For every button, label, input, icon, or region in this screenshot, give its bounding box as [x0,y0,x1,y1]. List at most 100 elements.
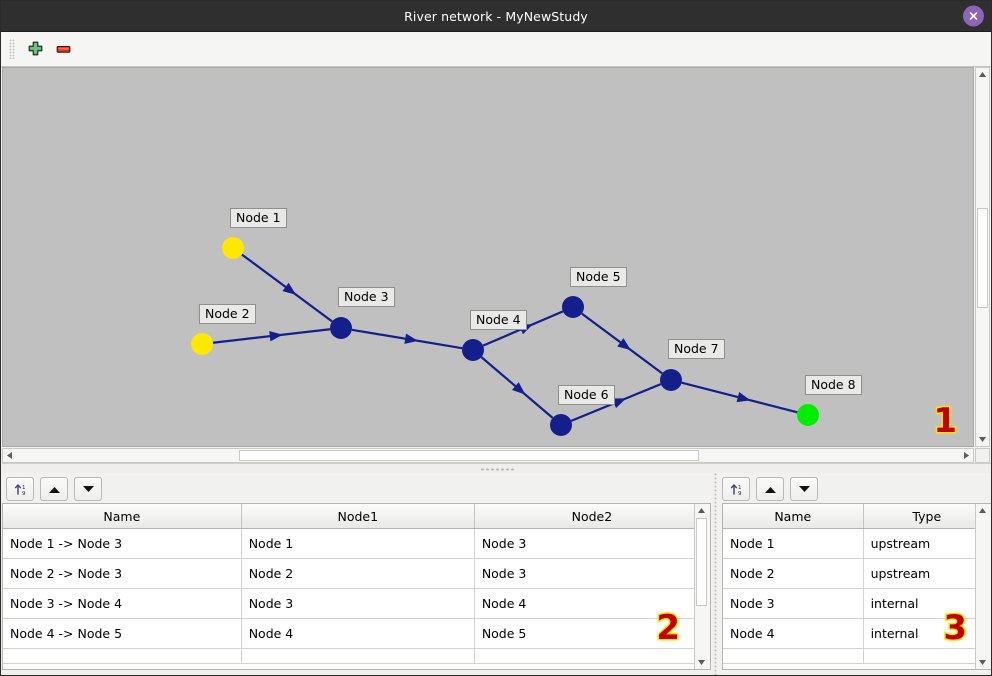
nodes-move-down-button[interactable] [790,477,818,501]
column-header-node2[interactable]: Node2 [474,504,710,529]
table-cell[interactable]: Node 2 [723,558,864,589]
svg-text:1: 1 [738,485,742,491]
links-sort-button[interactable]: 1 9 [6,477,34,501]
graph-node-node5[interactable] [562,296,584,318]
close-button[interactable] [963,5,984,27]
graph-node-node7[interactable] [660,369,682,391]
diagram-vscroll-thumb[interactable] [977,208,988,308]
scroll-down-button[interactable] [976,433,989,446]
add-node-button[interactable] [21,36,49,62]
table-cell[interactable] [474,648,710,664]
sort-ascending-icon: 1 9 [730,483,742,497]
graph-node-node8[interactable] [797,404,819,426]
table-cell[interactable] [723,648,864,664]
main-toolbar [1,32,991,67]
scroll-right-button[interactable] [960,449,973,462]
node-label-node6[interactable]: Node 6 [558,385,615,405]
links-table-row-partial[interactable] [3,648,710,664]
title-bar: River network - MyNewStudy [1,1,991,32]
scroll-left-button[interactable] [3,449,16,462]
column-header-type[interactable]: Type [863,504,991,529]
table-cell[interactable]: Node 3 -> Node 4 [3,588,242,619]
links-scroll-down-button[interactable] [695,656,708,669]
remove-node-button[interactable] [49,36,77,62]
links-move-up-button[interactable] [40,477,68,501]
scrollbar-corner [975,448,990,463]
table-cell[interactable]: upstream [863,528,991,559]
graph-node-node3[interactable] [330,317,352,339]
table-cell[interactable]: Node 4 [474,588,710,619]
annotation-2: 2 [655,608,682,648]
table-cell[interactable]: Node 4 [241,618,475,649]
node-label-node7[interactable]: Node 7 [668,339,725,359]
node-label-node1[interactable]: Node 1 [230,208,287,228]
vertical-splitter[interactable] [712,473,718,675]
column-header-node1[interactable]: Node1 [241,504,475,529]
table-cell[interactable]: Node 3 [474,528,710,559]
nodes-table-row-partial[interactable] [723,648,991,664]
sort-ascending-icon: 1 9 [14,483,26,497]
graph-node-node6[interactable] [550,414,572,436]
table-cell[interactable] [863,648,991,664]
nodes-scroll-up-button[interactable] [976,504,989,517]
nodes-sort-button[interactable]: 1 9 [722,477,750,501]
toolbar-drag-handle[interactable] [9,39,15,59]
nodes-scroll-down-button[interactable] [976,656,989,669]
svg-text:9: 9 [22,491,26,497]
caret-down-icon [979,660,986,665]
network-canvas[interactable]: Node 1 Node 2 Node 3 Node 4 Node 5 Node 6 Node… [2,67,974,447]
table-cell[interactable]: Node 1 [241,528,475,559]
node-label-node2[interactable]: Node 2 [199,304,256,324]
table-cell[interactable]: Node 1 -> Node 3 [3,528,242,559]
table-cell[interactable]: Node 1 [723,528,864,559]
table-cell[interactable] [241,648,475,664]
table-cell[interactable]: Node 2 [241,558,475,589]
diagram-horizontal-scrollbar[interactable] [2,448,974,463]
link-arrow-icon [617,338,631,351]
remove-node-icon [56,45,70,53]
table-cell[interactable]: upstream [863,558,991,589]
table-cell[interactable]: Node 3 [723,588,864,619]
node-label-node8[interactable]: Node 8 [805,375,862,395]
node-label-node3[interactable]: Node 3 [338,287,395,307]
caret-down-icon [698,660,705,665]
links-scroll-up-button[interactable] [695,504,708,517]
table-cell[interactable]: Node 2 -> Node 3 [3,558,242,589]
nodes-move-up-button[interactable] [756,477,784,501]
graph-node-node2[interactable] [191,333,213,355]
graph-node-node4[interactable] [462,339,484,361]
links-scroll-thumb[interactable] [696,518,707,606]
table-cell[interactable] [3,648,242,664]
diagram-vertical-scrollbar[interactable] [975,67,990,447]
links-table-scrollbar[interactable] [694,504,710,669]
table-cell[interactable]: internal [863,588,991,619]
scroll-up-button[interactable] [976,68,989,81]
node-label-node5[interactable]: Node 5 [570,267,627,287]
horizontal-splitter[interactable] [2,463,991,474]
column-header-name[interactable]: Name [723,504,864,529]
column-header-name[interactable]: Name [3,504,242,529]
table-cell[interactable]: Node 4 [723,618,864,649]
table-cell[interactable]: internal [863,618,991,649]
table-cell[interactable]: Node 4 -> Node 5 [3,618,242,649]
nodes-table-scrollbar[interactable] [975,504,991,669]
node-label-node4[interactable]: Node 4 [470,310,527,330]
table-cell[interactable]: Node 3 [241,588,475,619]
links-move-down-button[interactable] [74,477,102,501]
graph-node-node1[interactable] [222,237,244,259]
splitter-grip [480,467,514,471]
table-cell[interactable]: Node 3 [474,558,710,589]
network-diagram-panel: Node 1 Node 2 Node 3 Node 4 Node 5 Node 6 Node… [2,67,990,463]
diagram-hscroll-thumb[interactable] [239,450,699,461]
